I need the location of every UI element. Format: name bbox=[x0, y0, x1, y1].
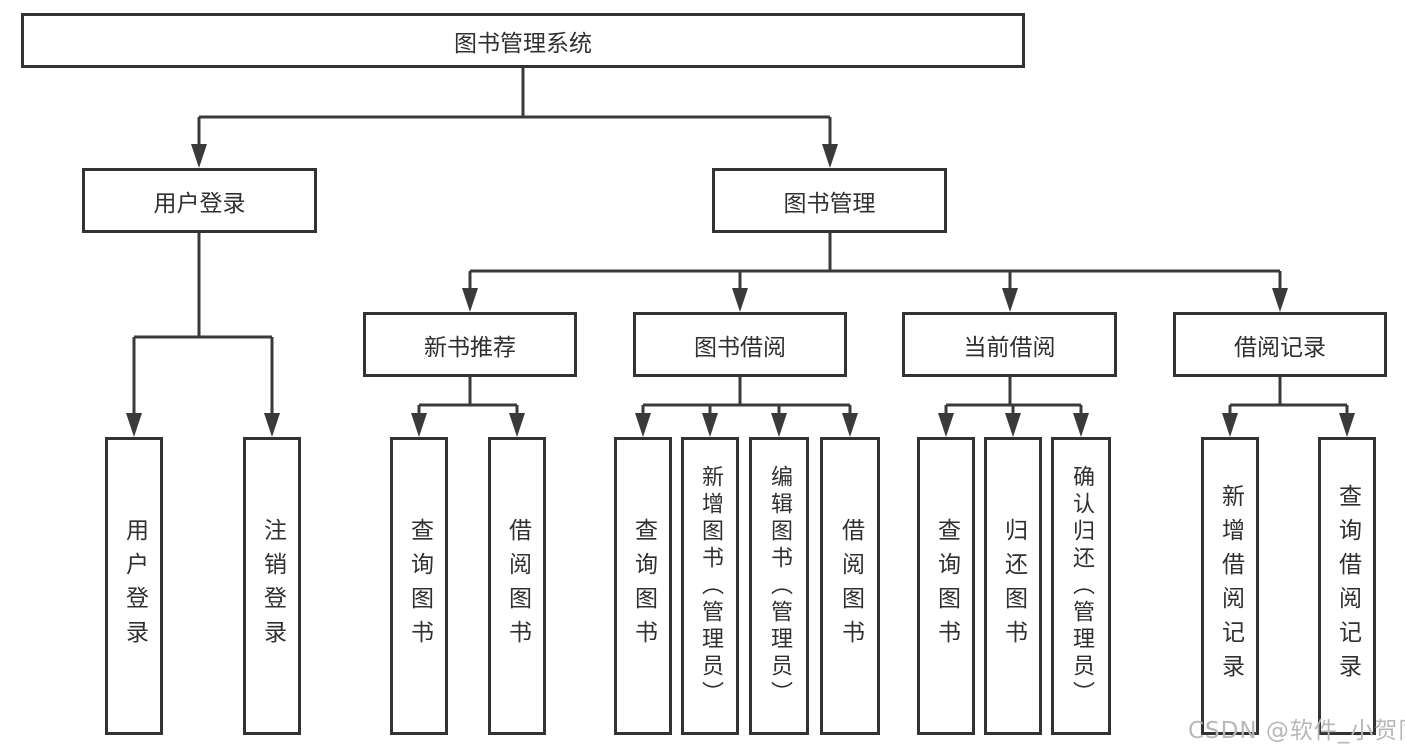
node-label: 当前借阅 bbox=[963, 334, 1056, 361]
node-label: 图书借阅 bbox=[694, 334, 786, 361]
leaf-add-borrow-record: 新增借阅记录 bbox=[1201, 437, 1259, 735]
leaf-borrow-books: 借阅图书 bbox=[820, 437, 880, 735]
node-label: 查询图书 bbox=[933, 518, 960, 654]
csdn-watermark: CSDN @软件_小贺同学 bbox=[1188, 718, 1405, 744]
node-label: 新增图书（管理员） bbox=[698, 464, 723, 708]
leaf-query-books-current: 查询图书 bbox=[917, 437, 975, 735]
node-label: 查询借阅记录 bbox=[1334, 484, 1361, 688]
node-book-borrow: 图书借阅 bbox=[633, 312, 847, 377]
leaf-edit-book-admin: 编辑图书（管理员） bbox=[749, 437, 809, 735]
leaf-query-books-borrow: 查询图书 bbox=[614, 437, 672, 735]
leaf-borrow-books-recommend: 借阅图书 bbox=[488, 437, 546, 735]
leaf-user-login: 用户登录 bbox=[105, 437, 163, 735]
node-label: 新增借阅记录 bbox=[1217, 484, 1244, 688]
node-label: 借阅图书 bbox=[504, 518, 531, 654]
node-label: 新书推荐 bbox=[424, 334, 516, 361]
node-current-borrow: 当前借阅 bbox=[902, 312, 1117, 377]
node-label: 编辑图书（管理员） bbox=[767, 464, 792, 708]
node-label: 查询图书 bbox=[406, 518, 433, 654]
leaf-add-book-admin: 新增图书（管理员） bbox=[681, 437, 739, 735]
leaf-return-book: 归还图书 bbox=[984, 437, 1042, 735]
node-label: 确认归还（管理员） bbox=[1069, 464, 1094, 708]
node-label: 用户登录 bbox=[121, 518, 148, 654]
node-book-management: 图书管理 bbox=[712, 168, 947, 233]
node-label: 借阅图书 bbox=[837, 518, 864, 654]
leaf-query-borrow-record: 查询借阅记录 bbox=[1318, 437, 1376, 735]
leaf-confirm-return-admin: 确认归还（管理员） bbox=[1051, 437, 1111, 735]
node-label: 注销登录 bbox=[259, 518, 286, 654]
node-label: 图书管理 bbox=[783, 190, 876, 217]
node-label: 借阅记录 bbox=[1234, 334, 1326, 361]
node-label: 用户登录 bbox=[153, 190, 246, 217]
leaf-query-books-recommend: 查询图书 bbox=[390, 437, 448, 735]
node-label: 归还图书 bbox=[1000, 518, 1027, 654]
node-root: 图书管理系统 bbox=[21, 13, 1025, 68]
node-user-login: 用户登录 bbox=[82, 168, 317, 233]
node-borrow-records: 借阅记录 bbox=[1173, 312, 1387, 377]
node-label: 查询图书 bbox=[630, 518, 657, 654]
leaf-logout: 注销登录 bbox=[243, 437, 301, 735]
node-new-book-recommend: 新书推荐 bbox=[363, 312, 577, 377]
node-label: 图书管理系统 bbox=[454, 30, 592, 57]
